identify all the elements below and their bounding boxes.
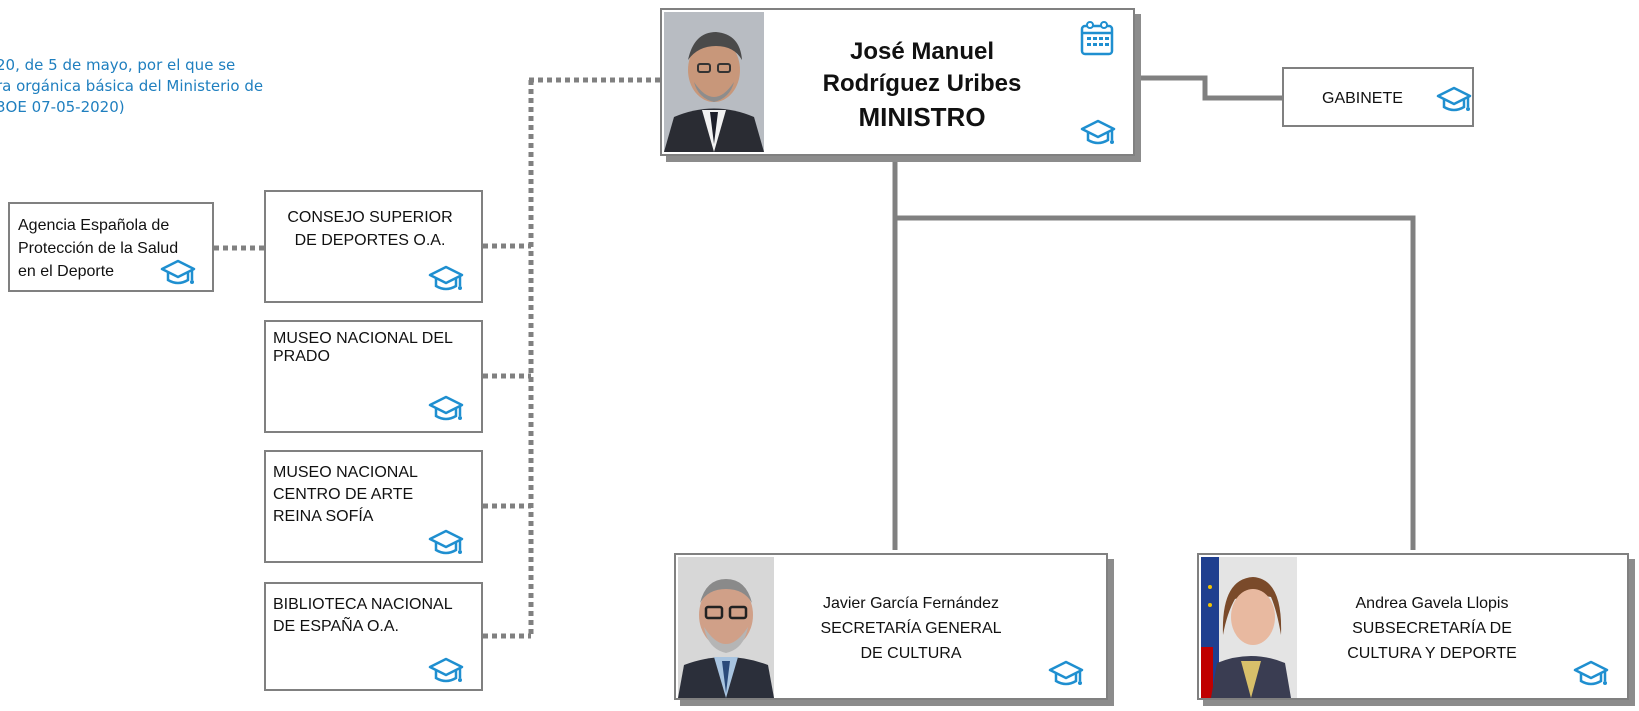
calendar-icon[interactable] (1080, 20, 1114, 56)
minister-name: José Manuel Rodríguez Uribes MINISTRO (772, 36, 1072, 134)
graduation-cap-icon[interactable] (1080, 118, 1116, 148)
agency-reina-sofia-box[interactable]: MUSEO NACIONAL CENTRO DE ARTE REINA SOFÍ… (264, 450, 483, 563)
graduation-cap-icon[interactable] (428, 264, 464, 294)
agency-bne-label: BIBLIOTECA NACIONAL DE ESPAÑA O.A. (273, 596, 453, 635)
secretaria-cultura-role-line1: SECRETARÍA GENERAL (820, 620, 1002, 637)
minister-title: MINISTRO (858, 102, 986, 132)
secretaria-cultura-photo (678, 557, 774, 698)
secretaria-cultura-name: Javier García Fernández (822, 595, 1000, 612)
graduation-cap-icon[interactable] (160, 258, 196, 288)
agency-csd-label: CONSEJO SUPERIOR DE DEPORTES O.A. (287, 209, 453, 249)
gabinete-label: GABINETE (1322, 90, 1403, 107)
subsecretaria-name: Andrea Gavela Llopis (1355, 595, 1509, 612)
agency-prado-label: MUSEO NACIONAL DEL PRADO (273, 330, 453, 365)
graduation-cap-icon[interactable] (428, 528, 464, 558)
graduation-cap-icon[interactable] (428, 394, 464, 424)
graduation-cap-icon[interactable] (428, 656, 464, 686)
subsecretaria-photo (1201, 557, 1297, 698)
subsecretaria-text: Andrea Gavela Llopis SUBSECRETARÍA DE CU… (1317, 591, 1547, 666)
minister-name-line1: José Manuel (849, 38, 995, 65)
agency-reina-sofia-label: MUSEO NACIONAL CENTRO DE ARTE REINA SOFÍ… (273, 464, 418, 525)
subsecretaria-box[interactable]: Andrea Gavela Llopis SUBSECRETARÍA DE CU… (1197, 553, 1629, 700)
agency-prado-box[interactable]: MUSEO NACIONAL DEL PRADO (264, 320, 483, 433)
connector-gabinete (1135, 75, 1282, 101)
agency-bne-box[interactable]: BIBLIOTECA NACIONAL DE ESPAÑA O.A. (264, 582, 483, 691)
gabinete-box[interactable]: GABINETE (1282, 67, 1474, 127)
subsecretaria-role-line1: SUBSECRETARÍA DE (1352, 620, 1512, 637)
secretaria-cultura-text: Javier García Fernández SECRETARÍA GENER… (796, 591, 1026, 666)
legal-line-3: 3OE 07-05-2020) (0, 98, 125, 116)
minister-photo (664, 12, 764, 152)
agency-aepsad-label: Agencia Española de Protección de la Sal… (18, 217, 179, 280)
graduation-cap-icon[interactable] (1436, 85, 1472, 115)
secretaria-cultura-box[interactable]: Javier García Fernández SECRETARÍA GENER… (674, 553, 1108, 700)
legal-line-2: ra orgánica básica del Ministerio de (0, 77, 264, 95)
connector-horizontal-bus (895, 215, 1416, 550)
graduation-cap-icon[interactable] (1048, 659, 1084, 689)
legal-reference-text: 20, de 5 de mayo, por el que se ra orgán… (0, 55, 336, 118)
minister-box[interactable]: José Manuel Rodríguez Uribes MINISTRO (660, 8, 1135, 156)
agency-csd-box[interactable]: CONSEJO SUPERIOR DE DEPORTES O.A. (264, 190, 483, 303)
legal-line-1: 20, de 5 de mayo, por el que se (0, 56, 236, 74)
secretaria-cultura-role-line2: DE CULTURA (860, 645, 962, 662)
subsecretaria-role-line2: CULTURA Y DEPORTE (1347, 645, 1517, 662)
agency-aepsad-box[interactable]: Agencia Española de Protección de la Sal… (8, 202, 214, 292)
minister-name-line2: Rodríguez Uribes (822, 70, 1022, 97)
graduation-cap-icon[interactable] (1573, 659, 1609, 689)
